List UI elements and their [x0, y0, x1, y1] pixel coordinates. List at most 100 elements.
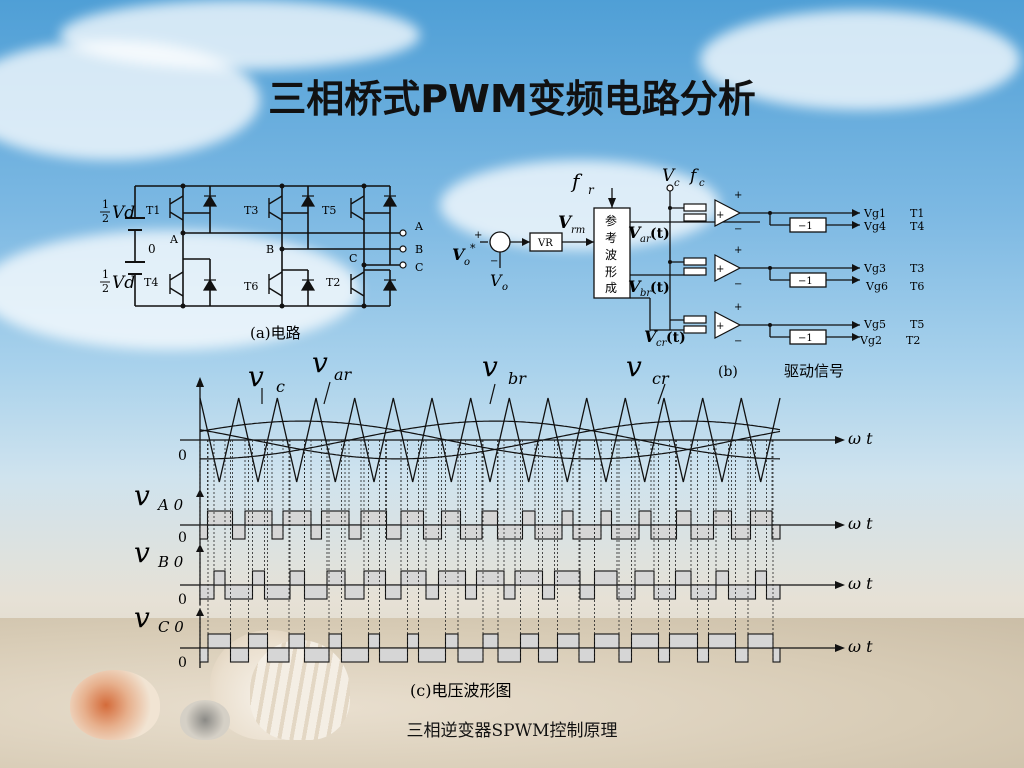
vrm-label: V — [558, 213, 573, 233]
comparator-plus: + — [734, 302, 742, 313]
omega-t-label: ω t — [848, 574, 873, 593]
half-label-2: 1 — [102, 268, 109, 281]
comparator-input-plus: + — [716, 264, 724, 275]
var-wave-subscript: ar — [334, 365, 353, 384]
comparator-input-plus: + — [716, 210, 724, 221]
slide-footer: 三相逆变器SPWM控制原理 — [406, 721, 618, 741]
vcr-subscript: cr — [656, 338, 668, 349]
switch-label-t4: T4 — [144, 276, 158, 289]
zero-label: 0 — [178, 655, 187, 671]
va0-pulse — [400, 510, 425, 526]
vcr-time: (t) — [666, 330, 686, 346]
va0-pulse — [521, 510, 536, 526]
ref-block-char: 成 — [605, 281, 617, 295]
vc0-pulse — [482, 633, 499, 649]
vc0-pulse — [406, 633, 420, 649]
output-t4: T4 — [910, 220, 924, 233]
va0-pulse — [638, 510, 652, 526]
vb0-pulse — [553, 570, 581, 586]
vo-star-superscript: * — [470, 242, 476, 255]
reference-wave-b — [200, 420, 781, 460]
va0-pulse — [650, 524, 678, 540]
vrm-subscript: rm — [571, 225, 585, 236]
vb0-pulse — [326, 570, 346, 586]
va0-pulse — [675, 510, 692, 526]
comparator-plus: + — [734, 245, 742, 256]
va0-pulse — [749, 510, 773, 526]
carrier-subscript: c — [276, 377, 285, 396]
phase-label-c: C — [415, 261, 423, 274]
output-t2: T2 — [906, 334, 920, 347]
vc0-pulse — [367, 633, 381, 649]
switch-label-t6: T6 — [244, 280, 258, 293]
vc0-pulse — [537, 647, 559, 663]
inverter-block: −1 — [798, 333, 813, 344]
vc-subscript: c — [674, 178, 680, 189]
vc0-pulse — [288, 633, 306, 649]
va0-pulse — [385, 524, 402, 540]
va0-pulse — [572, 524, 602, 540]
vc-label: V — [662, 166, 676, 186]
var-time: (t) — [650, 226, 670, 242]
va0-pulse — [199, 524, 209, 540]
vo-star-label: V — [452, 245, 466, 264]
vo-star-subscript: o — [464, 257, 470, 268]
vb0-pulse — [363, 570, 387, 586]
seashell — [70, 670, 160, 740]
vb0-pulse — [344, 584, 365, 600]
caption-b-label: (b) — [718, 364, 738, 380]
vc0-pulse — [340, 647, 370, 663]
vb0-pulse — [384, 584, 402, 600]
vb0-pulse — [579, 584, 596, 600]
va0-pulse — [534, 524, 563, 540]
vb0-pulse — [213, 570, 226, 586]
vb0-pulse — [541, 584, 556, 600]
vb0-pulse — [437, 570, 467, 586]
vc0-pulse — [417, 647, 447, 663]
vbr-wave-label: v — [482, 350, 498, 383]
node-label-a: A — [169, 233, 179, 246]
vc0-pulse — [696, 647, 710, 663]
summer-plus: + — [474, 230, 482, 241]
vcr-wave-label: v — [626, 350, 642, 383]
va0-pulse — [690, 524, 715, 540]
vo-subscript: o — [502, 282, 508, 293]
va0-pulse — [496, 524, 524, 540]
omega-t-label: ω t — [848, 514, 873, 533]
vc0-pulse — [578, 647, 596, 663]
va0-subscript: A 0 — [156, 496, 184, 514]
reference-wave-a — [199, 420, 781, 460]
vbr-label: V — [628, 277, 642, 296]
vb0-pulse — [425, 584, 440, 600]
half-label: 1 — [102, 198, 109, 211]
vb0-pulse — [400, 570, 427, 586]
output-vg4: Vg4 — [863, 220, 886, 233]
vb0-pulse — [727, 584, 757, 600]
va0-pulse — [348, 524, 362, 540]
va0-pulse — [231, 524, 246, 540]
neutral-label: 0 — [148, 242, 156, 256]
vc0-pulse — [772, 647, 781, 663]
zero-label: 0 — [178, 448, 187, 464]
vbr-subscript: br — [640, 288, 652, 299]
zero-label: 0 — [178, 592, 187, 608]
vc0-pulse — [303, 647, 330, 663]
vb0-pulse — [475, 570, 505, 586]
ref-block-char: 参 — [605, 213, 617, 228]
cloud — [440, 160, 720, 250]
vc0-pulse — [593, 633, 620, 649]
output-t6: T6 — [910, 280, 924, 293]
va0-pulse — [206, 510, 234, 526]
vc0-pulse — [668, 633, 699, 649]
carrier-label: v — [248, 360, 264, 393]
caption-b-text: 驱动信号 — [784, 362, 844, 380]
vr-block-label: VR — [537, 238, 553, 249]
switch-label-t5: T5 — [322, 204, 336, 217]
vb0-pulse — [653, 584, 677, 600]
vb0-pulse — [251, 570, 266, 586]
output-vg3: Vg3 — [863, 262, 886, 275]
va0-pulse — [360, 510, 388, 526]
vo-label: V — [490, 271, 503, 290]
